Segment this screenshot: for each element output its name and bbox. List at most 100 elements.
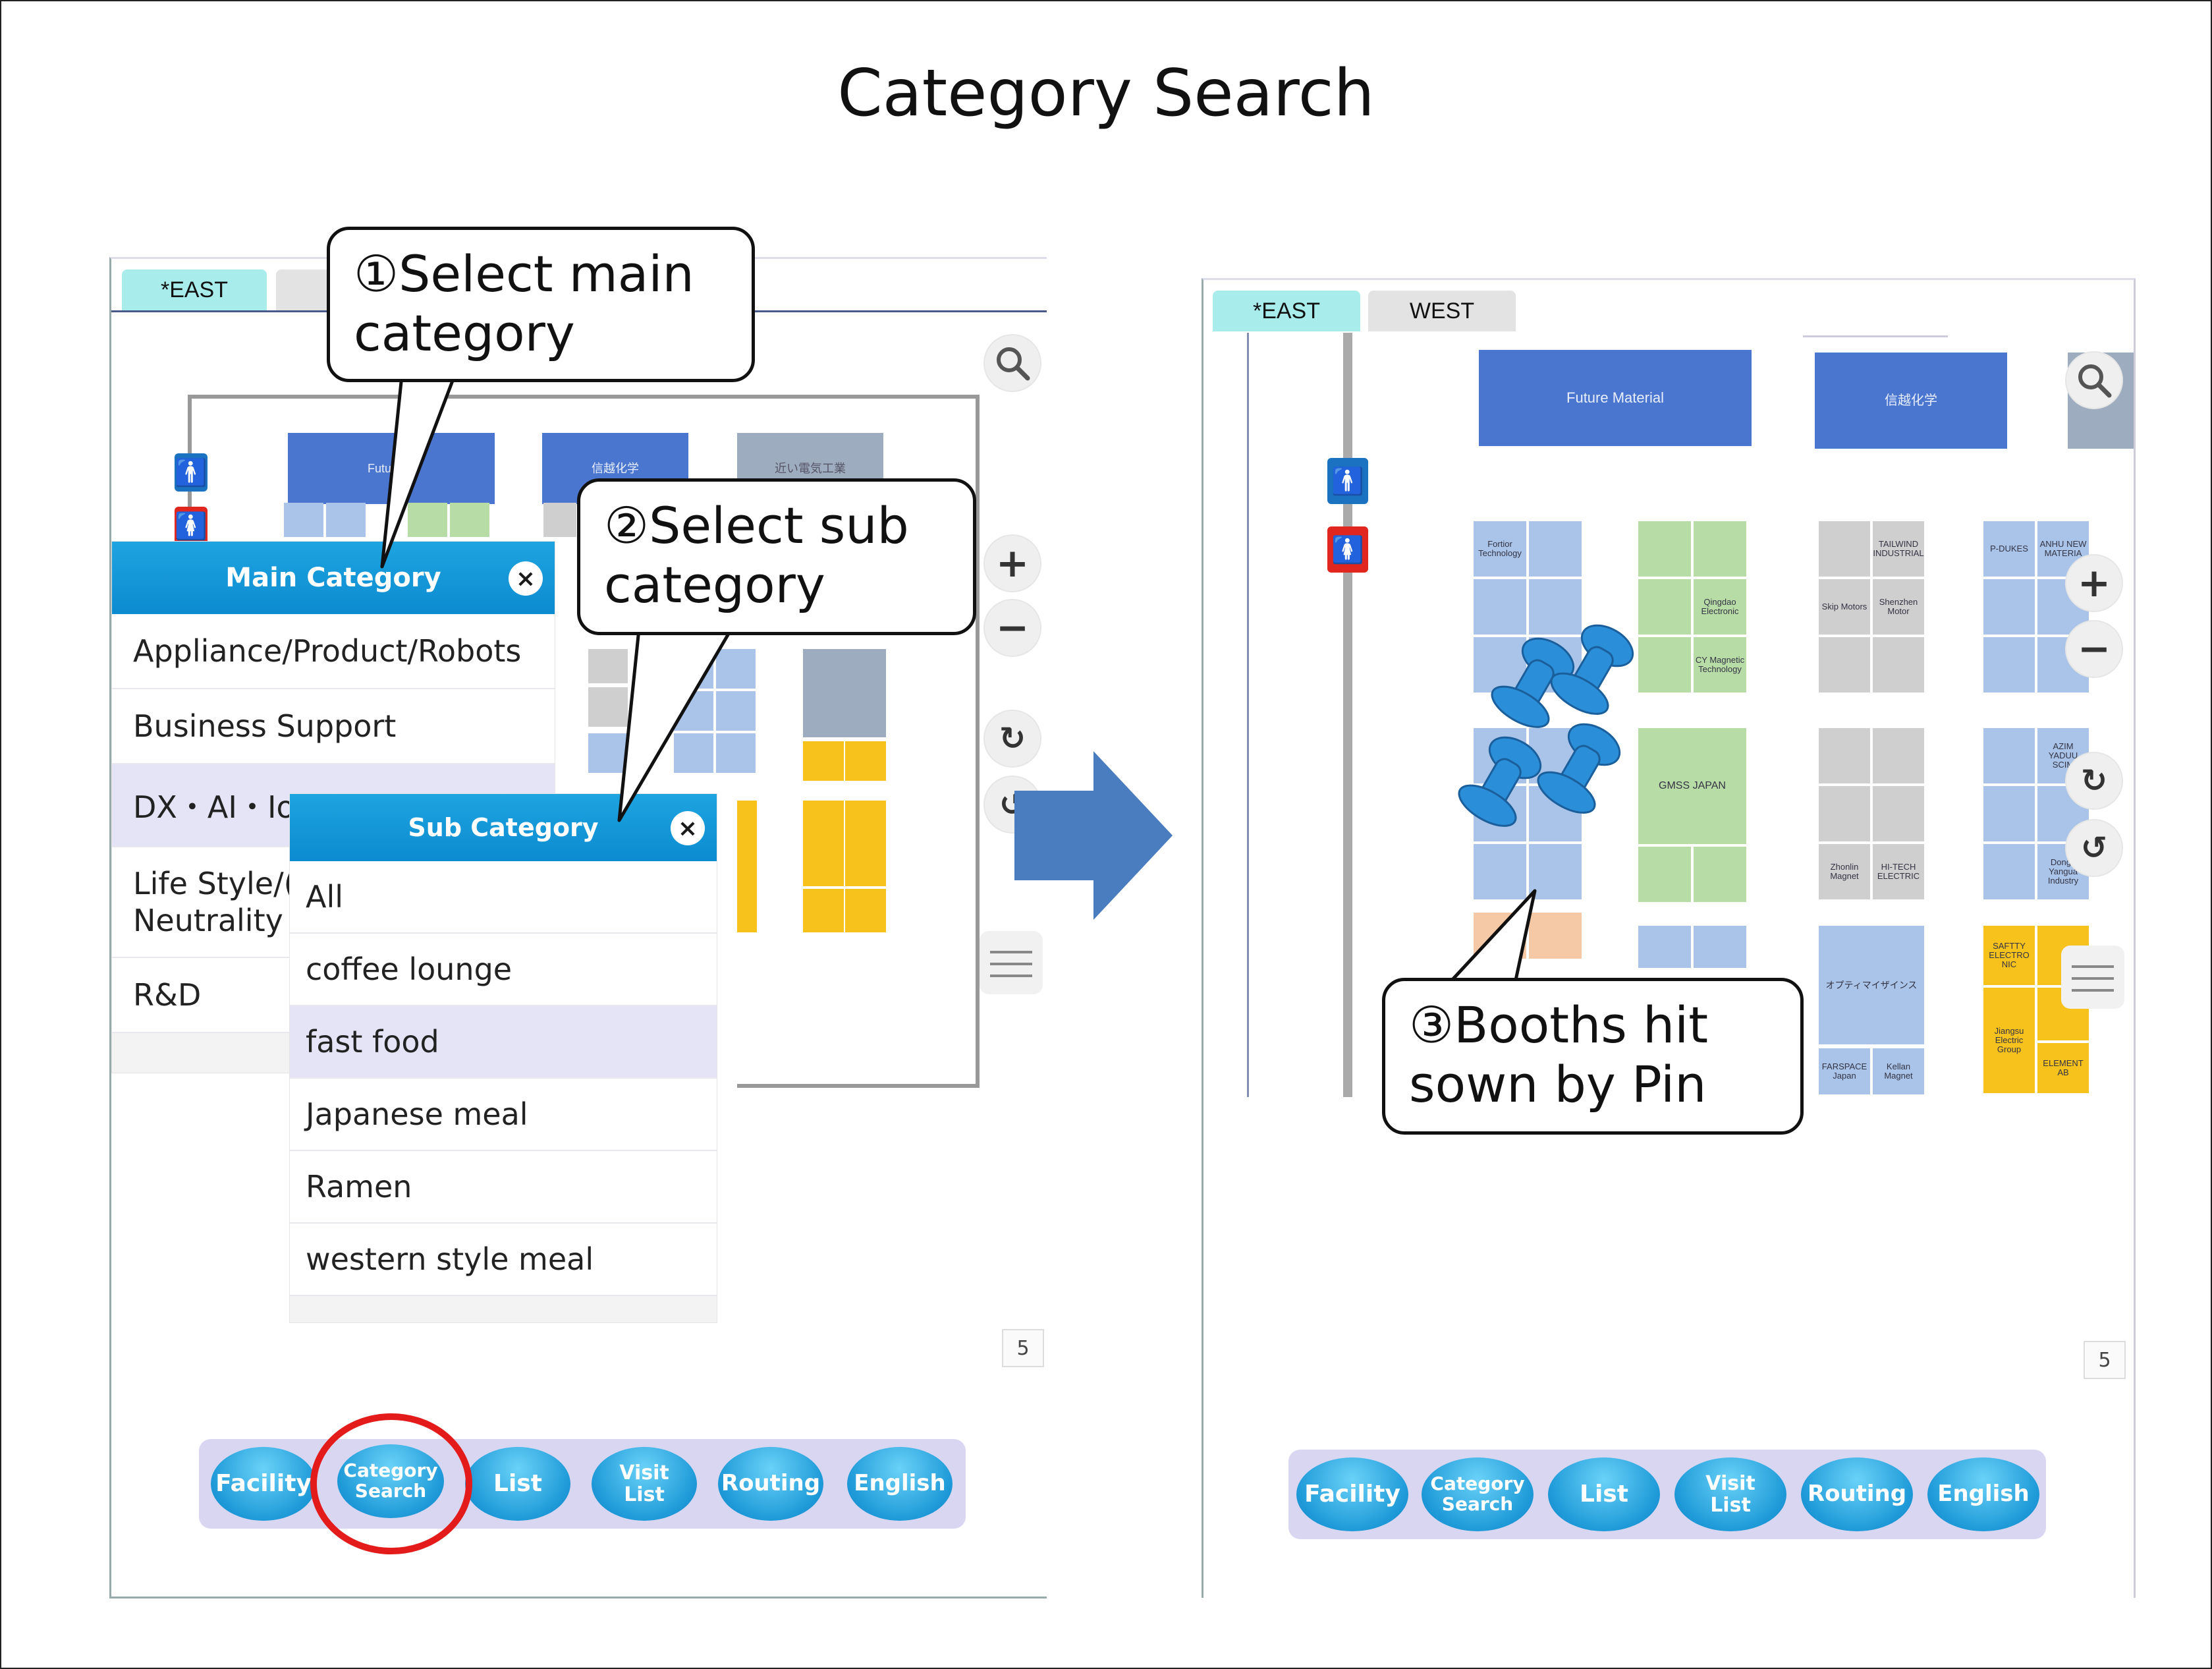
rotate-ccw-button[interactable]: ↺	[2066, 820, 2122, 876]
search-button[interactable]	[985, 335, 1040, 391]
booth[interactable]	[1873, 637, 1924, 693]
booth[interactable]	[1529, 844, 1582, 899]
rotate-cw-button[interactable]: ↻	[2066, 753, 2122, 808]
booth-farspace[interactable]: FARSPACE Japan	[1819, 1048, 1870, 1094]
booth-optimize[interactable]: オプティマイザインス	[1819, 926, 1924, 1044]
booth[interactable]	[1819, 521, 1870, 577]
booth[interactable]	[1983, 579, 2035, 635]
tab-east[interactable]: *EAST	[1213, 291, 1360, 331]
booth[interactable]	[1819, 728, 1870, 783]
booth[interactable]	[1474, 637, 1526, 693]
booth[interactable]	[1983, 728, 2035, 783]
booth[interactable]	[588, 649, 628, 683]
hamburger-menu-button[interactable]	[2061, 946, 2124, 1009]
list-button[interactable]: List	[1548, 1457, 1660, 1531]
english-button[interactable]: English	[847, 1447, 953, 1521]
floor-map-right[interactable]: Future Material 信越化学 🚹 🚺 Fortior Technol…	[1203, 333, 2134, 1387]
visit-list-button[interactable]: Visit List	[1674, 1457, 1786, 1531]
routing-button[interactable]: Routing	[1801, 1457, 1913, 1531]
facility-button[interactable]: Facility	[211, 1447, 316, 1521]
booth[interactable]	[1819, 786, 1870, 841]
booth-saftty[interactable]: SAFTTY ELECTRO NIC	[1983, 926, 2035, 985]
booth-pdukes[interactable]: P-DUKES	[1983, 521, 2035, 577]
booth[interactable]	[716, 691, 756, 731]
booth-qingdao[interactable]: Qingdao Electronic	[1694, 579, 1746, 635]
booth[interactable]	[450, 503, 489, 537]
booth-element[interactable]: ELEMENT AB	[2037, 1043, 2089, 1093]
sub-category-item-selected[interactable]: fast food	[290, 1006, 717, 1079]
booth-jiangsu[interactable]: Jiangsu Electric Group	[1983, 988, 2035, 1093]
booth-fortior[interactable]: Fortior Technology	[1474, 521, 1526, 577]
booth[interactable]	[1694, 847, 1746, 902]
booth[interactable]	[1638, 579, 1691, 635]
zoom-out-button[interactable]: −	[985, 600, 1040, 656]
sub-category-item[interactable]: All	[290, 861, 717, 934]
booth[interactable]	[1529, 521, 1582, 577]
booth[interactable]	[803, 741, 844, 781]
english-button[interactable]: English	[1927, 1457, 2039, 1531]
booth[interactable]	[674, 733, 713, 773]
zoom-in-button[interactable]: +	[2066, 555, 2122, 611]
booth[interactable]	[588, 733, 628, 773]
tab-east[interactable]: *EAST	[122, 269, 267, 310]
booth-shinetsu[interactable]: 信越化学	[1815, 353, 2007, 449]
booth-hitech[interactable]: HI-TECH ELECTRIC	[1873, 844, 1924, 899]
booth[interactable]	[1529, 579, 1582, 635]
booth-shenzhen[interactable]: Shenzhen Motor	[1873, 579, 1924, 635]
booth[interactable]	[803, 801, 844, 886]
booth[interactable]	[1873, 728, 1924, 783]
booth-kellan[interactable]: Kellan Magnet	[1873, 1048, 1924, 1094]
sub-category-item[interactable]: western style meal	[290, 1224, 717, 1296]
booth[interactable]	[1983, 637, 2035, 693]
booth[interactable]	[716, 649, 756, 689]
booth-cy[interactable]: CY Magnetic Technology	[1694, 637, 1746, 693]
booth-future-material[interactable]: Future Material	[1479, 350, 1752, 446]
booth-tailwind[interactable]: TAILWIND INDUSTRIAL	[1873, 521, 1924, 577]
booth[interactable]	[408, 503, 447, 537]
booth[interactable]	[1529, 913, 1582, 959]
booth[interactable]	[1638, 926, 1691, 968]
booth[interactable]	[845, 801, 886, 886]
booth[interactable]	[803, 649, 886, 737]
close-icon[interactable]: ×	[509, 561, 543, 596]
list-button[interactable]: List	[465, 1447, 570, 1521]
main-category-item[interactable]: Business Support	[112, 689, 555, 764]
booth-gmss[interactable]: GMSS JAPAN	[1638, 728, 1746, 844]
booth-zhonlin[interactable]: Zhonlin Magnet	[1819, 844, 1870, 899]
sub-category-item[interactable]: coffee lounge	[290, 934, 717, 1006]
category-search-button[interactable]: Category Search	[1422, 1457, 1534, 1531]
main-category-item[interactable]: Life Style/( Neutrality	[112, 847, 555, 958]
booth[interactable]	[845, 889, 886, 932]
booth[interactable]	[803, 889, 844, 932]
zoom-out-button[interactable]: −	[2066, 621, 2122, 677]
booth[interactable]	[543, 503, 576, 537]
booth[interactable]	[1694, 926, 1746, 968]
hamburger-menu-button[interactable]	[980, 931, 1043, 994]
visit-list-button[interactable]: Visit List	[592, 1447, 697, 1521]
booth-skip[interactable]: Skip Motors	[1819, 579, 1870, 635]
booth[interactable]	[1638, 521, 1691, 577]
booth[interactable]	[1474, 844, 1526, 899]
close-icon[interactable]: ×	[671, 811, 705, 845]
sub-category-item[interactable]: Japanese meal	[290, 1079, 717, 1151]
booth[interactable]	[1983, 786, 2035, 841]
booth[interactable]	[1873, 786, 1924, 841]
routing-button[interactable]: Routing	[718, 1447, 823, 1521]
booth[interactable]	[326, 503, 366, 537]
category-search-button[interactable]: Category Search	[337, 1444, 444, 1518]
booth-anhui[interactable]: ANHU NEW MATERIA	[2037, 521, 2089, 577]
search-button[interactable]	[2066, 353, 2122, 408]
booth[interactable]	[1638, 847, 1691, 902]
booth[interactable]	[284, 503, 323, 537]
booth[interactable]	[1474, 579, 1526, 635]
booth[interactable]	[588, 687, 628, 727]
facility-button[interactable]: Facility	[1296, 1457, 1408, 1531]
booth[interactable]	[1638, 637, 1691, 693]
booth[interactable]	[845, 741, 886, 781]
booth[interactable]	[1694, 521, 1746, 577]
booth[interactable]	[1819, 637, 1870, 693]
booth[interactable]	[716, 733, 756, 773]
booth[interactable]	[737, 801, 757, 932]
sub-category-item[interactable]: Ramen	[290, 1151, 717, 1224]
tab-west[interactable]: WEST	[1368, 291, 1516, 331]
